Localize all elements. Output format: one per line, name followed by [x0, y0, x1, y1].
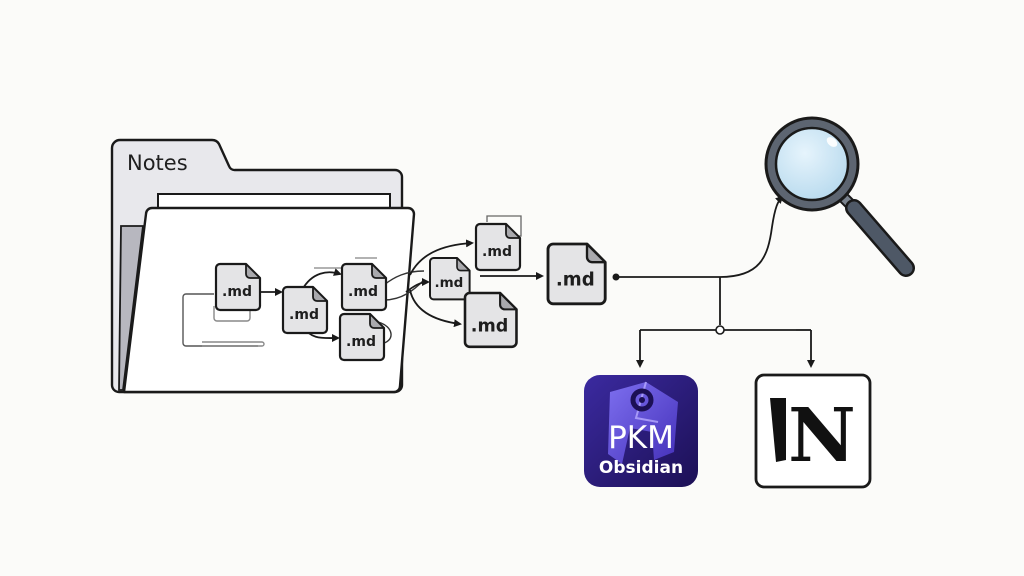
md-file[interactable]: .md	[338, 312, 386, 362]
notion-bar-glyph	[770, 398, 786, 462]
md-file-label: .md	[346, 334, 376, 350]
md-file-label: .md	[289, 307, 319, 323]
md-file-label: .md	[471, 317, 509, 337]
md-file-main[interactable]: .md	[546, 242, 607, 306]
distribution-connectors	[616, 195, 815, 368]
notion-app-icon[interactable]: N	[754, 373, 872, 489]
notion-glyph: N	[788, 393, 856, 479]
md-file[interactable]: .md	[463, 291, 518, 349]
obsidian-app-icon[interactable]: PKM Obsidian	[584, 375, 698, 487]
junction-node	[715, 325, 725, 335]
folder-inner-shade	[118, 225, 145, 391]
md-file-label: .md	[222, 284, 252, 300]
obsidian-title: PKM	[608, 420, 674, 456]
source-dot	[612, 273, 620, 281]
md-file-label: .md	[556, 270, 595, 291]
md-file[interactable]: .md	[281, 285, 329, 335]
folder-title: Notes	[127, 151, 188, 175]
magnifying-glass-icon[interactable]	[764, 116, 915, 277]
md-file[interactable]: .md	[429, 257, 471, 301]
obsidian-subtitle: Obsidian	[599, 458, 683, 478]
export-arrows	[405, 239, 544, 328]
md-file-label: .md	[348, 284, 378, 300]
md-file-label: .md	[482, 244, 512, 260]
md-file[interactable]: .md	[214, 262, 262, 312]
md-file-label: .md	[434, 275, 463, 291]
md-file[interactable]: .md	[474, 222, 522, 272]
md-file[interactable]: .md	[340, 262, 388, 312]
